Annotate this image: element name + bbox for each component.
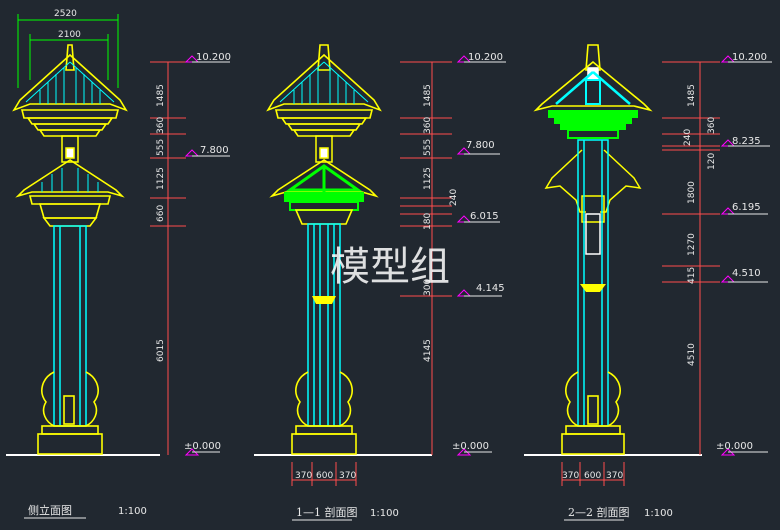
vdim-6: 6015 [156,339,166,362]
bottom-dim-right: 370 [606,471,623,481]
vdim-5: 240 [449,189,459,206]
vertical-dimension-chain [400,61,452,455]
top-dimensions [17,14,119,88]
level-label-2: 7.800 [466,140,495,151]
vdim-5: 1800 [687,181,697,204]
vdim-1: 1485 [687,84,697,107]
top-dim-overall: 2520 [54,9,77,19]
bottom-dim-left: 370 [295,471,312,481]
vdim-7: 415 [687,267,697,284]
level-label-top: 10.200 [732,52,767,63]
neck [61,135,79,163]
lower-roof-tiles [41,168,99,192]
level-label-mid: 7.800 [200,145,229,156]
vdim-8: 4510 [687,343,697,366]
column [577,139,609,427]
lower-roof [15,159,125,227]
vertical-dim-labels: 1485 360 555 1125 240 180 300 4145 [423,84,459,362]
vdim-1: 1485 [156,84,166,107]
section-1-1-view: 1485 360 555 1125 240 180 300 4145 10.20… [266,44,506,521]
vdim-3: 240 [683,129,693,146]
level-markers [720,55,772,456]
side-elevation-view: 2520 2100 [12,9,231,519]
bottom-dim-right: 370 [339,471,356,481]
lower-roof-section [269,159,379,225]
upper-roof-tiles [279,61,369,104]
level-label-4: 4.145 [476,283,505,294]
upper-roof-section [533,60,653,139]
level-label-4: 4.510 [732,268,761,279]
vdim-2: 360 [707,117,717,134]
bottom-dim-mid: 600 [316,471,333,481]
vertical-dim-labels: 1485 360 240 120 1800 1270 415 4510 [683,84,717,366]
vdim-8: 4145 [423,339,433,362]
watermark-text: 模型组 [330,244,450,290]
vdim-6: 180 [423,213,433,230]
bottom-dim-left: 370 [562,471,579,481]
level-label-ground: ±0.000 [716,441,753,452]
base [291,371,357,455]
section-2-2-view: 1485 360 240 120 1800 1270 415 4510 10.2… [533,44,772,521]
view-scale: 1:100 [644,508,673,519]
view-caption: 1—1 剖面图 [296,505,358,519]
vdim-4: 1125 [156,167,166,190]
base [561,371,625,455]
neck [315,135,333,163]
vdim-4: 1125 [423,167,433,190]
base [37,371,103,455]
bottom-dimensions [291,462,357,486]
vdim-3: 555 [156,139,166,156]
level-label-2: 8.235 [732,136,761,147]
level-markers [456,55,506,456]
vdim-7: 300 [423,279,433,296]
level-label-top: 10.200 [468,52,503,63]
vdim-2: 360 [156,117,166,134]
level-label-ground: ±0.000 [184,441,221,452]
upper-roof-tiles [25,61,115,104]
vdim-2: 360 [423,117,433,134]
bracket [580,284,606,292]
vertical-dimension-chain [150,61,186,455]
view-caption: 侧立面图 [28,503,72,517]
level-label-3: 6.195 [732,202,761,213]
lower-roof-side [544,149,642,255]
view-caption: 2—2 剖面图 [568,505,630,519]
level-label-ground: ±0.000 [452,441,489,452]
vdim-4: 120 [707,153,717,170]
vdim-6: 1270 [687,233,697,256]
vdim-1: 1485 [423,84,433,107]
vertical-dim-labels: 1485 360 555 1125 660 6015 [156,84,166,362]
bottom-dim-mid: 600 [584,471,601,481]
vdim-3: 555 [423,139,433,156]
bracket [312,296,336,304]
vdim-5: 660 [156,205,166,222]
view-scale: 1:100 [118,506,147,517]
upper-roof [12,44,128,137]
level-markers [184,55,230,456]
bottom-dimensions [561,462,625,486]
upper-roof [266,44,382,137]
vertical-dimension-chain [662,61,720,455]
view-scale: 1:100 [370,508,399,519]
level-label-3: 6.015 [470,211,499,222]
top-dim-inner: 2100 [58,30,81,40]
column [307,223,341,427]
level-label-top: 10.200 [196,52,231,63]
